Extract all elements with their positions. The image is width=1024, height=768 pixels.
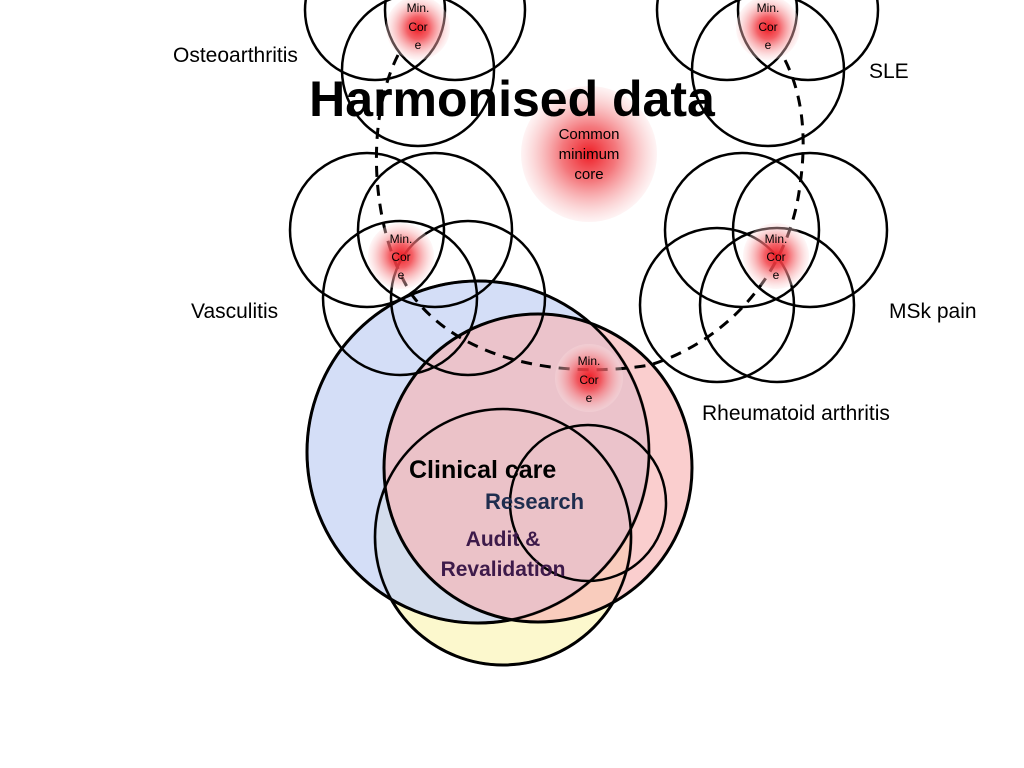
svg-text:Min.: Min. [757,1,780,15]
svg-text:Common: Common [559,126,620,143]
clinical-care-outline [305,279,651,625]
svg-text:Cor: Cor [758,20,777,34]
label-msk-pain: MSk pain [889,300,977,323]
label-clinical-care: Clinical care [409,456,556,484]
label-audit-line2: Revalidation [441,558,566,581]
audit-outline [373,407,633,667]
svg-text:Min.: Min. [578,354,601,368]
common-core-label: Common minimum core [559,126,620,183]
min-core-vasculitis [368,223,434,289]
min-core-label-sle: Min. Cor e [757,1,780,52]
label-audit-line1: Audit & [466,528,541,551]
min-core-osteoarthritis [386,0,450,60]
svg-text:Cor: Cor [391,250,410,264]
page-title: Harmonised data [309,71,716,127]
venn-sle [655,0,880,148]
label-research: Research [485,489,584,514]
label-vasculitis: Vasculitis [191,300,278,323]
label-sle: SLE [869,60,909,83]
svg-text:core: core [574,166,603,183]
min-core-label-osteoarthritis: Min. Cor e [407,1,430,52]
common-minimum-core [521,86,657,222]
svg-text:Min.: Min. [765,232,788,246]
min-core-label-rheumatoid-arthritis: Min. Cor e [578,354,601,405]
venn-msk-pain [638,151,889,384]
svg-text:e: e [586,391,593,405]
svg-text:Cor: Cor [408,20,427,34]
svg-text:Cor: Cor [766,250,785,264]
min-core-msk-pain [743,223,809,289]
dashed-harmonisation-ring [374,54,805,372]
svg-text:e: e [415,38,422,52]
label-rheumatoid-arthritis: Rheumatoid arthritis [702,402,890,425]
venn-osteoarthritis [303,0,527,148]
svg-text:e: e [773,268,780,282]
min-core-sle [736,0,800,60]
min-core-label-vasculitis: Min. Cor e [390,232,413,282]
inner-small-circle [508,423,668,583]
svg-text:e: e [765,38,772,52]
svg-text:Cor: Cor [579,373,598,387]
min-core-rheumatoid-arthritis [555,344,623,412]
min-core-label-msk-pain: Min. Cor e [765,232,788,282]
label-osteoarthritis: Osteoarthritis [173,44,298,67]
svg-text:Min.: Min. [390,232,413,246]
svg-text:minimum: minimum [559,146,620,163]
svg-text:e: e [398,268,405,282]
svg-text:Min.: Min. [407,1,430,15]
venn-vasculitis [288,151,547,377]
